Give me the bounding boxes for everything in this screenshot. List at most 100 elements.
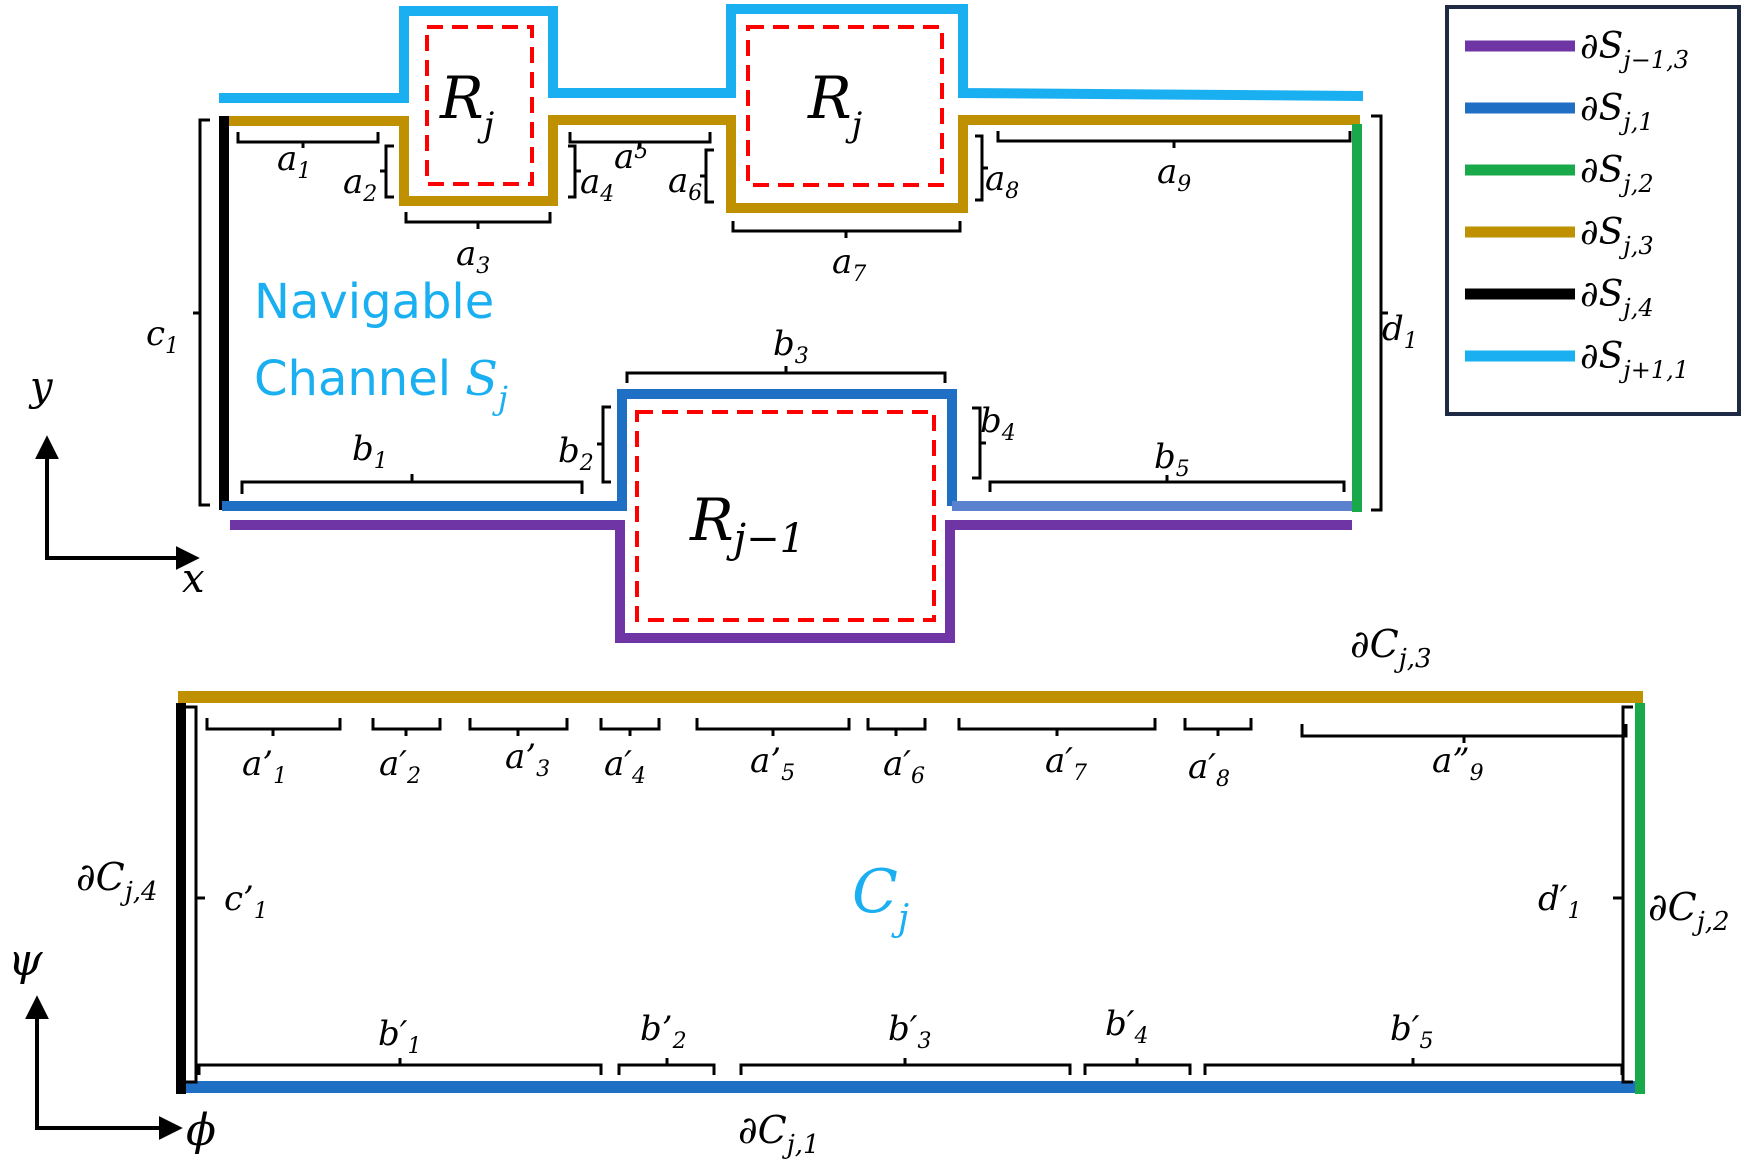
bracket-ap1 xyxy=(205,718,342,736)
bottom-axes: ψ ϕ xyxy=(8,935,216,1156)
bracket-bp3 xyxy=(739,1058,1072,1075)
label-bp4: b′4 xyxy=(1105,1004,1148,1049)
bracket-a7 xyxy=(731,221,962,238)
edge-label-c-j-1: ∂Cj,1 xyxy=(738,1108,820,1160)
boundary-s-j-plus-1-1 xyxy=(219,4,1364,103)
bracket-a4 xyxy=(568,144,581,199)
edge-label-c-j-2: ∂Cj,2 xyxy=(1648,885,1730,937)
label-cp1: c’1 xyxy=(224,879,268,924)
label-b2: b2 xyxy=(558,431,594,476)
label-d1: d1 xyxy=(1382,309,1418,354)
label-ap3: a’3 xyxy=(505,737,550,782)
bracket-dp1 xyxy=(1613,705,1633,1084)
bottom-brackets xyxy=(186,705,1633,1084)
bracket-a5 xyxy=(568,132,712,148)
label-dp1: d′1 xyxy=(1538,879,1581,924)
navigable-label: Navigable xyxy=(254,274,494,330)
label-a2: a2 xyxy=(343,162,377,207)
bracket-d1 xyxy=(1371,114,1388,512)
label-a8: a8 xyxy=(985,159,1019,204)
legend-items: ∂Sj−1,3 ∂Sj,1 ∂Sj,2 ∂Sj,3 ∂Sj,4 ∂Sj+1,1 xyxy=(1465,26,1689,384)
label-a9: a9 xyxy=(1157,152,1191,197)
edge-label-c-j-4: ∂Cj,4 xyxy=(76,855,158,907)
legend-label-3: ∂Sj,3 xyxy=(1580,212,1654,260)
label-ap9: a”9 xyxy=(1432,741,1484,786)
label-b4: b4 xyxy=(980,401,1016,446)
legend: ∂Sj−1,3 ∂Sj,1 ∂Sj,2 ∂Sj,3 ∂Sj,4 ∂Sj+1,1 xyxy=(1445,5,1741,416)
label-ap8: a′8 xyxy=(1188,747,1230,792)
legend-label-2: ∂Sj,2 xyxy=(1580,150,1654,198)
bracket-c1 xyxy=(193,118,210,507)
bracket-b1 xyxy=(240,474,584,494)
label-ap5: a’5 xyxy=(750,741,795,786)
legend-box xyxy=(1445,5,1741,416)
label-a1: a1 xyxy=(277,139,311,184)
legend-label-4: ∂Sj,4 xyxy=(1580,274,1654,322)
bracket-bp4 xyxy=(1083,1058,1192,1075)
legend-label-5: ∂Sj+1,1 xyxy=(1580,336,1689,384)
label-ap1: a’1 xyxy=(242,744,287,789)
edge-label-c-j-3: ∂Cj,3 xyxy=(1350,622,1432,674)
label-bp5: b′5 xyxy=(1390,1009,1433,1054)
label-ap7: a′7 xyxy=(1045,741,1087,786)
bracket-a2 xyxy=(380,144,394,199)
label-ap2: a′2 xyxy=(379,744,421,789)
label-a5: a5 xyxy=(614,137,648,177)
boundary-s-j-minus-1-3 xyxy=(230,520,1352,643)
bracket-b5 xyxy=(988,475,1346,492)
region-r-j-left-outline xyxy=(425,25,534,186)
label-bp1: b′1 xyxy=(378,1014,421,1059)
label-ap4: a′4 xyxy=(604,744,646,789)
bracket-b4 xyxy=(972,406,986,480)
label-ap6: a′6 xyxy=(883,744,925,789)
label-b3: b3 xyxy=(773,324,809,369)
bracket-a3 xyxy=(404,212,552,229)
bracket-cp1 xyxy=(186,705,205,1084)
region-r-j-minus-1-label: Rj−1 xyxy=(689,486,805,562)
bracket-a9 xyxy=(996,131,1352,148)
bracket-a8 xyxy=(975,134,988,202)
region-r-j-left-label: Rj xyxy=(439,64,495,145)
psi-axis-label: ψ xyxy=(8,935,43,986)
label-bp2: b’2 xyxy=(640,1009,687,1054)
phi-axis-label: ϕ xyxy=(186,1105,216,1156)
boundary-s-j-1 xyxy=(222,389,957,511)
region-r-j-right-outline xyxy=(746,25,944,187)
bracket-ap5 xyxy=(695,718,851,736)
bracket-a1 xyxy=(236,132,380,148)
x-axis-label: x xyxy=(182,556,205,602)
bracket-a6 xyxy=(700,148,714,204)
bracket-ap3 xyxy=(468,718,569,736)
region-r-j-minus-1-outline xyxy=(635,410,936,622)
bracket-b2 xyxy=(597,405,611,484)
label-bp3: b′3 xyxy=(888,1009,931,1054)
label-b5: b5 xyxy=(1154,437,1190,482)
label-a6: a6 xyxy=(668,161,702,206)
bracket-ap9 xyxy=(1300,724,1628,743)
top-axes: y x xyxy=(28,364,205,602)
y-axis-label: y xyxy=(28,364,54,410)
bracket-ap7 xyxy=(957,718,1157,736)
bracket-bp2 xyxy=(617,1058,716,1075)
bracket-ap8 xyxy=(1183,718,1253,736)
label-c1: c1 xyxy=(146,314,179,359)
bracket-bp1 xyxy=(197,1058,603,1075)
boundary-s-j-3 xyxy=(222,115,1360,213)
bottom-diagram: a’1 a′2 a’3 a′4 a’5 a′6 a′7 a′8 a”9 b′1 … xyxy=(8,622,1730,1160)
bracket-ap2 xyxy=(371,718,442,736)
label-a4: a4 xyxy=(580,162,614,207)
bracket-ap6 xyxy=(866,718,927,736)
region-r-j-right-label: Rj xyxy=(807,64,863,145)
top-brackets xyxy=(193,114,1388,512)
label-b1: b1 xyxy=(352,429,388,474)
legend-label-0: ∂Sj−1,3 xyxy=(1580,26,1689,74)
label-a7: a7 xyxy=(832,242,866,287)
bracket-ap4 xyxy=(599,718,661,736)
bracket-b3 xyxy=(625,366,947,383)
bracket-bp5 xyxy=(1203,1058,1624,1075)
region-c-j-label: Cj xyxy=(852,857,909,939)
legend-label-1: ∂Sj,1 xyxy=(1580,88,1654,136)
